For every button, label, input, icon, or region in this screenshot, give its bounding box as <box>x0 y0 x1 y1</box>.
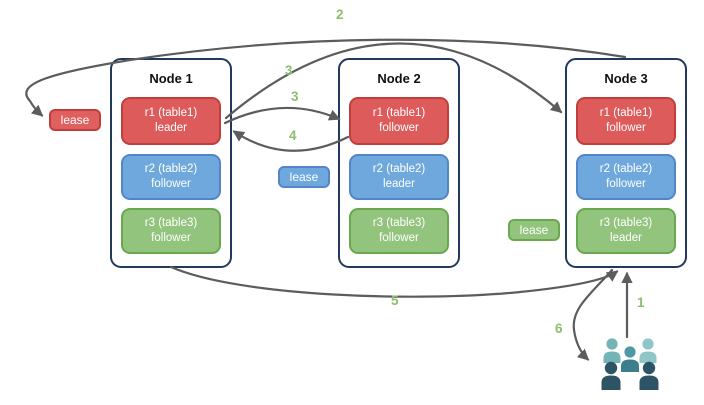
replica-role: follower <box>379 122 419 134</box>
user-front-left <box>601 361 621 390</box>
replica-box-r3: r3 (table3) leader <box>576 208 676 254</box>
step-label-6: 6 <box>555 321 563 336</box>
replica-box-r1: r1 (table1) follower <box>349 97 449 145</box>
replica-role: follower <box>606 178 646 190</box>
replica-name: r1 (table1) <box>372 107 426 119</box>
replica-box-r3: r3 (table3) follower <box>349 208 449 254</box>
lease-badge-r3: lease <box>508 219 560 241</box>
user-middle <box>621 346 639 372</box>
replica-role: leader <box>155 122 187 134</box>
replica-role: follower <box>606 122 646 134</box>
replica-role: follower <box>151 232 191 244</box>
replica-name: r1 (table1) <box>599 107 653 119</box>
step-label-3b: 3 <box>291 89 299 104</box>
step-label-4: 4 <box>289 128 297 143</box>
replica-box-r1: r1 (table1) leader <box>121 97 221 145</box>
replica-box-r3: r3 (table3) follower <box>121 208 221 254</box>
node-title: Node 2 <box>377 71 421 86</box>
replica-name: r1 (table1) <box>144 107 198 119</box>
node-card-3: Node 3 r1 (table1) follower r2 (table2) … <box>565 58 687 268</box>
user-back-left <box>603 338 621 363</box>
replica-box-r2: r2 (table2) follower <box>121 154 221 200</box>
replica-name: r2 (table2) <box>599 163 653 175</box>
lease-badge-r1: lease <box>49 109 101 131</box>
users-icon <box>601 338 659 390</box>
replica-box-r2: r2 (table2) leader <box>349 154 449 200</box>
node-card-2: Node 2 r1 (table1) follower r2 (table2) … <box>338 58 460 268</box>
node-title: Node 1 <box>149 71 193 86</box>
user-back-right <box>639 338 657 363</box>
replica-name: r3 (table3) <box>144 217 198 229</box>
replica-name: r2 (table2) <box>144 163 198 175</box>
node-title: Node 3 <box>604 71 648 86</box>
step-label-5: 5 <box>391 293 399 308</box>
replica-name: r3 (table3) <box>372 217 426 229</box>
replica-box-r1: r1 (table1) follower <box>576 97 676 145</box>
replica-name: r3 (table3) <box>599 217 653 229</box>
arrow-step-3-leader-to-node2-follower <box>223 106 341 125</box>
step-label-1: 1 <box>637 295 645 310</box>
node-card-1: Node 1 r1 (table1) leader r2 (table2) fo… <box>110 58 232 268</box>
replica-role: follower <box>151 178 191 190</box>
replica-name: r2 (table2) <box>372 163 426 175</box>
replica-role: leader <box>383 178 415 190</box>
replica-box-r2: r2 (table2) follower <box>576 154 676 200</box>
step-label-3a: 3 <box>285 63 293 78</box>
step-label-2: 2 <box>336 7 344 22</box>
replica-role: leader <box>610 232 642 244</box>
lease-badge-r2: lease <box>278 166 330 188</box>
user-front-right <box>639 361 659 390</box>
replica-role: follower <box>379 232 419 244</box>
